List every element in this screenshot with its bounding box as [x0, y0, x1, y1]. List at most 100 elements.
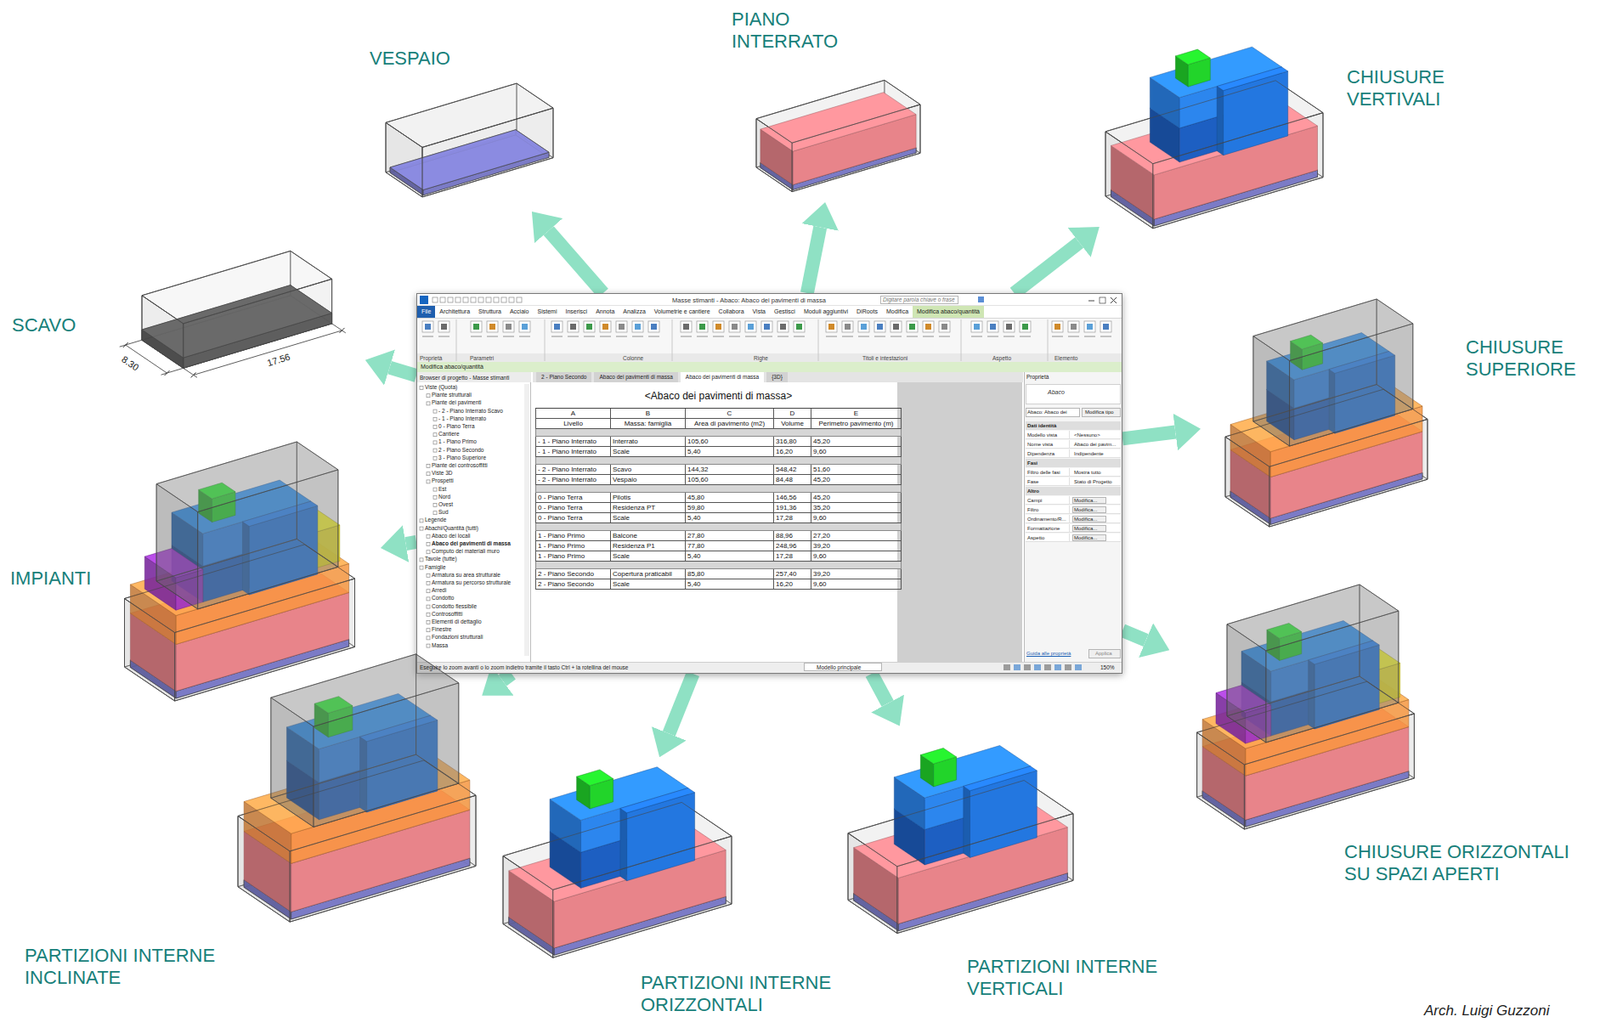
- quick-access-icon: [516, 297, 522, 303]
- schedule-cell: 16,20: [774, 446, 812, 458]
- ribbon-button-glyph: [731, 323, 738, 330]
- ribbon-button: [486, 321, 498, 333]
- massing-model: CHIUSURE ORIZZONTALI SU SPAZI APERTI: [1172, 581, 1439, 833]
- cell-text: 9,60: [813, 514, 827, 522]
- author-signature: Arch. Luigi Guzzoni: [1424, 1002, 1550, 1020]
- ribbon-button-caption: [1084, 335, 1096, 338]
- mass-face: [756, 79, 921, 143]
- property-divider: [1068, 505, 1070, 515]
- schedule-cell: - 2 - Piano Interrato: [536, 464, 611, 475]
- ribbon-button-glyph: [780, 323, 786, 330]
- ribbon-button: [1084, 321, 1096, 333]
- schedule-cell: Massa: famiglia: [610, 418, 686, 430]
- ribbon-separator: [672, 319, 673, 362]
- ribbon-button-caption: [470, 335, 482, 338]
- tree-expander: [426, 628, 430, 633]
- ribbon-button-glyph: [828, 323, 835, 330]
- ribbon-button-glyph: [505, 323, 512, 330]
- ribbon-separator: [961, 319, 962, 362]
- schedule-cell: Residenza P1: [610, 541, 686, 552]
- mass-face: [920, 748, 956, 765]
- property-name: Ordinamento/R...: [1027, 516, 1067, 523]
- browser-item: Computo dei materiali muro: [431, 548, 500, 555]
- schedule-cell: Scale: [610, 579, 686, 590]
- schedule-row: - 2 - Piano InterratoScavo144,32548,4251…: [536, 464, 902, 475]
- property-value: <Nessuno>: [1074, 432, 1101, 439]
- ribbon-button: [438, 321, 450, 333]
- schedule-cell: 144,32: [685, 464, 775, 475]
- software-window: Masse stimanti - Abaco: Abaco dei pavime…: [416, 293, 1123, 674]
- ribbon-button: [1051, 321, 1063, 333]
- cell-text: 45,80: [687, 493, 705, 502]
- mass-face: [1225, 389, 1428, 467]
- mass-face: [422, 107, 554, 198]
- ribbon-group-label: Titoli e intestazioni: [862, 355, 908, 362]
- ribbon-button-glyph: [489, 323, 496, 330]
- massing-model: PARTIZIONI INTERNE INCLINATE: [234, 637, 480, 939]
- schedule-cell: 45,20: [811, 474, 902, 486]
- view-tab-row: 2 - Piano SecondoAbaco dei pavimenti di …: [536, 372, 1021, 383]
- schedule-row: LivelloMassa: famigliaArea di pavimento …: [536, 418, 902, 430]
- mass-face: [1153, 113, 1323, 229]
- ribbon-button-caption: [599, 335, 611, 338]
- cell-text: 548,42: [775, 465, 797, 474]
- ribbon-button-glyph: [440, 323, 447, 330]
- ribbon-separator: [818, 319, 820, 362]
- ribbon-button: [971, 321, 983, 333]
- ribbon-button: [777, 321, 789, 333]
- property-divider: [1068, 533, 1070, 543]
- cell-text: - 2 - Piano Interrato: [537, 475, 597, 484]
- mass-face: [124, 544, 356, 634]
- ribbon-button: [567, 321, 579, 333]
- ribbon-button: [745, 321, 757, 333]
- schedule-cell: 85,80: [685, 569, 775, 580]
- schedule-cell: 39,20: [811, 569, 902, 580]
- tree-expander: [426, 621, 430, 625]
- browser-item: - 2 - Piano Interrato Scavo: [438, 407, 504, 415]
- ribbon-button: [551, 321, 563, 333]
- schedule-row: 0 - Piano TerraScale5,4017,289,60: [536, 513, 902, 524]
- schedule-cell: 51,60: [811, 464, 902, 475]
- schedule-cell: 45,20: [811, 436, 902, 447]
- cell-text: Scale: [612, 514, 630, 522]
- cell-text: - 1 - Piano Interrato: [537, 447, 597, 456]
- browser-item: 1 - Piano Primo: [438, 438, 477, 446]
- cell-text: 1 - Piano Primo: [537, 542, 585, 550]
- schedule-cell: - 1 - Piano Interrato: [536, 436, 611, 447]
- schedule-cell: Livello: [536, 418, 611, 430]
- browser-item: Prospetti: [431, 477, 454, 485]
- schedule-cell: - 2 - Piano Interrato: [536, 474, 611, 486]
- browser-item: Abaco dei pavimenti di massa: [431, 540, 511, 548]
- ribbon-button-caption: [1003, 335, 1015, 338]
- ribbon-button-glyph: [1054, 323, 1061, 330]
- ribbon-tab: Annota: [591, 305, 619, 318]
- schedule-cell: Scale: [610, 551, 686, 562]
- browser-item: Abaco dei locali: [431, 532, 471, 540]
- quick-access-icon: [447, 297, 453, 303]
- mass-face: [1225, 436, 1270, 527]
- cell-text: Scale: [612, 552, 630, 560]
- mass-face: [271, 654, 459, 727]
- cell-text: 2 - Piano Secondo: [537, 570, 594, 578]
- help-link: Guida alle proprietà: [1026, 650, 1071, 657]
- cell-text: - 1 - Piano Interrato: [537, 437, 597, 446]
- ribbon-button-glyph: [715, 323, 722, 330]
- status-icon: [1023, 664, 1031, 671]
- ribbon-button-caption: [680, 335, 692, 338]
- property-name: Aspetto: [1027, 535, 1045, 542]
- schedule-cell: Scale: [610, 446, 686, 458]
- quick-access-icon: [478, 297, 484, 303]
- ribbon-button-glyph: [796, 323, 803, 330]
- status-icon: [1034, 664, 1041, 671]
- schedule-cell: Pilotis: [610, 492, 686, 504]
- cell-text: 1 - Piano Primo: [537, 552, 585, 560]
- ribbon-button-glyph: [844, 323, 851, 330]
- mass-face: [1226, 584, 1399, 651]
- schedule-row: [536, 561, 902, 570]
- flow-arrow: [668, 673, 693, 734]
- ribbon-button-caption: [858, 335, 870, 338]
- schedule-cell: 35,20: [811, 503, 902, 514]
- property-value: Modifica...: [1074, 525, 1097, 532]
- property-value: Modifica...: [1074, 535, 1097, 542]
- ribbon-button-caption: [777, 335, 789, 338]
